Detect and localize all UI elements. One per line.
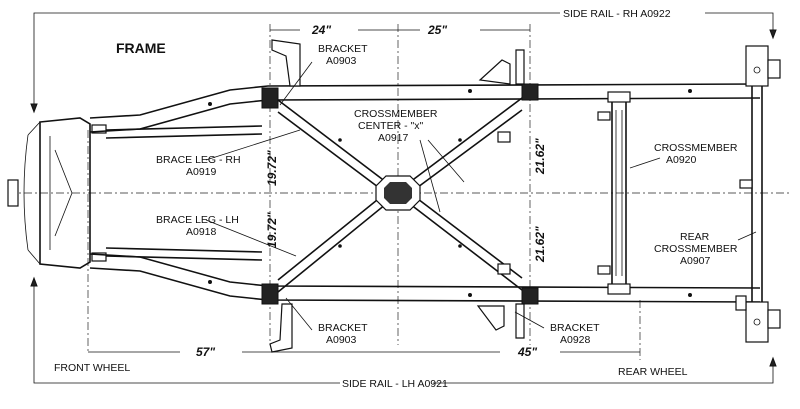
front-end xyxy=(7,117,107,269)
crossmember-center-sub: CENTER - "x" xyxy=(358,120,423,132)
rear-crossmember-a0907 xyxy=(739,45,781,343)
bracket-bottom-part: A0903 xyxy=(326,334,357,346)
side-rail-lh-label: SIDE RAIL - LH A0921 xyxy=(342,378,448,390)
arrowhead xyxy=(30,103,38,114)
front-wheel-label: FRONT WHEEL xyxy=(54,362,130,374)
dim-bottom-left: 57" xyxy=(196,345,215,359)
dim-bottom-right: 45" xyxy=(517,345,537,359)
bracket-a0928 xyxy=(476,303,525,339)
leader-line xyxy=(279,61,313,106)
dim-left-upper: 19.72" xyxy=(265,150,279,186)
small-bracket xyxy=(735,295,747,311)
leader-line xyxy=(205,129,301,161)
brace-leg-rh-label: BRACE LEG - RH xyxy=(156,154,241,166)
side-rail-rh-leader xyxy=(33,12,560,110)
leader-line xyxy=(737,231,757,241)
bracket-rear-top xyxy=(478,49,525,85)
dim-right-upper: 21.62" xyxy=(533,138,547,175)
side-rail-lh xyxy=(89,253,761,303)
dim-right-lower: 21.62" xyxy=(533,226,547,263)
small-bracket xyxy=(497,263,511,275)
rear-crossmember-label: REAR xyxy=(680,231,710,243)
rear-crossmember-part: A0907 xyxy=(680,255,711,267)
mount-block xyxy=(261,87,279,109)
leader-line xyxy=(427,139,465,183)
arrowhead xyxy=(769,29,777,40)
brace-leg-rh-part: A0919 xyxy=(186,166,217,178)
bracket-rear-label: BRACKET xyxy=(550,322,600,334)
bracket-a0903-top xyxy=(271,39,301,87)
arrowhead xyxy=(769,356,777,367)
crossmember-label: CROSSMEMBER xyxy=(654,142,738,154)
small-bracket xyxy=(497,131,511,143)
bracket-top-part: A0903 xyxy=(326,55,357,67)
side-rail-rh-label: SIDE RAIL - RH A0922 xyxy=(563,8,671,20)
crossmember-part: A0920 xyxy=(666,154,697,166)
diagram-title: FRAME xyxy=(116,40,166,56)
leader-line xyxy=(285,297,313,331)
dim-top-right: 25" xyxy=(427,23,447,37)
leader-line xyxy=(514,311,545,329)
bracket-a0903-bottom xyxy=(269,303,293,353)
crossmember-center-label: CROSSMEMBER xyxy=(354,108,438,120)
dim-left-lower: 19.72" xyxy=(265,212,279,248)
bracket-top-label: BRACKET xyxy=(318,43,368,55)
brace-leg-lh-label: BRACE LEG - LH xyxy=(156,214,239,226)
mount-block xyxy=(521,287,539,305)
crossmember-center-part: A0917 xyxy=(378,132,409,144)
bracket-rear-part: A0928 xyxy=(560,334,591,346)
brace-leg-lh xyxy=(105,247,263,261)
dim-top-left: 24" xyxy=(311,23,331,37)
leader-line xyxy=(419,139,441,213)
rear-wheel-label: REAR WHEEL xyxy=(618,366,688,378)
leader-line xyxy=(629,157,661,169)
mount-block xyxy=(261,283,279,305)
arrowhead xyxy=(30,276,38,287)
bracket-bottom-label: BRACKET xyxy=(318,322,368,334)
mount-block xyxy=(521,83,539,101)
side-rail-rh-leader-right xyxy=(705,12,774,36)
rear-crossmember-label-2: CROSSMEMBER xyxy=(654,243,738,255)
front-mount-bracket xyxy=(7,179,19,207)
brace-leg-rh xyxy=(105,125,263,139)
brace-leg-lh-part: A0918 xyxy=(186,226,217,238)
side-rail-lh-leader-right xyxy=(433,360,774,384)
leader-line xyxy=(205,219,297,257)
side-rail-lh-leader xyxy=(33,280,340,384)
crossmember-a0920 xyxy=(597,91,631,295)
